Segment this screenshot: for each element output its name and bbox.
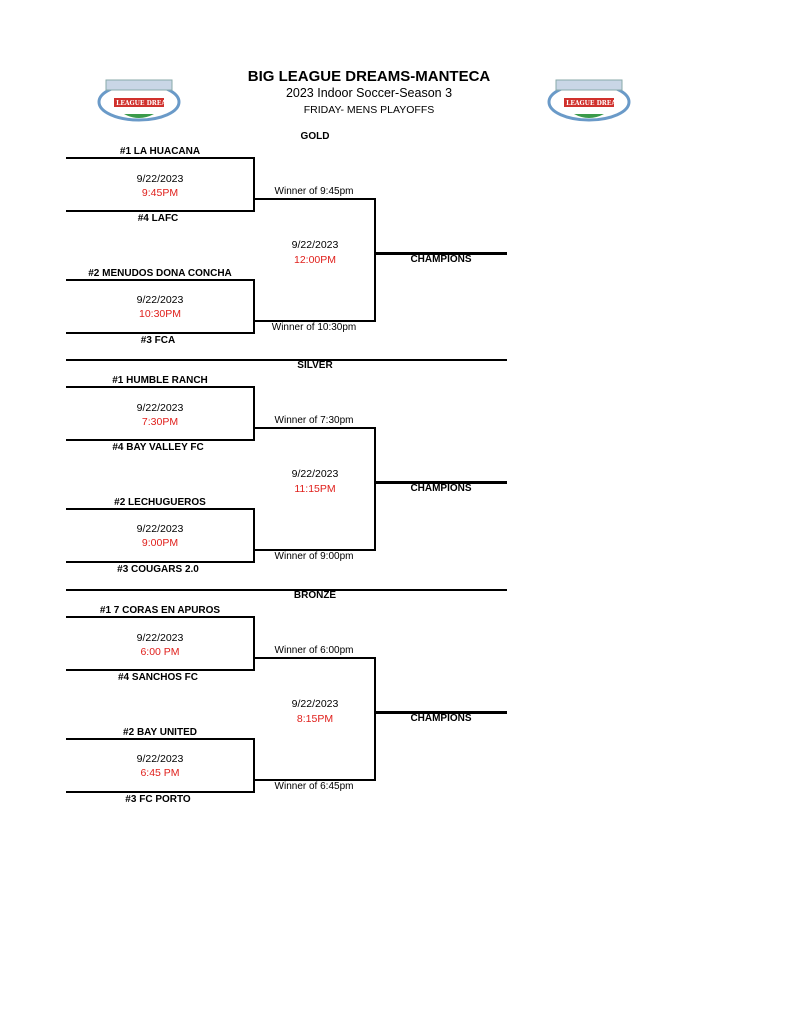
event-subtitle: FRIDAY- MENS PLAYOFFS	[303, 104, 435, 116]
bracket-line	[253, 279, 255, 334]
bracket-line	[66, 738, 255, 740]
section-divider	[66, 359, 507, 361]
team-seed-3: #3 FCA	[140, 335, 176, 346]
bracket-line	[66, 279, 255, 281]
bracket-line	[374, 657, 376, 781]
bracket-line	[254, 549, 376, 551]
team-seed-2: #2 LECHUGUEROS	[114, 497, 206, 508]
team-seed-3: #3 FC PORTO	[125, 794, 191, 805]
match-time: 7:30PM	[141, 416, 179, 428]
bracket-section-silver: SILVER #1 HUMBLE RANCH 9/22/2023 7:30PM …	[0, 359, 791, 597]
final-time: 11:15PM	[294, 483, 336, 495]
champions-label: CHAMPIONS	[410, 483, 472, 494]
bracket-line	[374, 427, 376, 551]
team-seed-4: #4 SANCHOS FC	[117, 672, 199, 683]
winner-label: Winner of 9:45pm	[274, 186, 354, 197]
final-time: 12:00PM	[293, 254, 337, 266]
bracket-line	[66, 210, 255, 212]
match-date: 9/22/2023	[136, 294, 184, 306]
bracket-line	[66, 157, 255, 159]
team-seed-1: #1 HUMBLE RANCH	[112, 375, 208, 386]
bracket-line	[254, 320, 376, 322]
section-divider	[66, 589, 507, 591]
bracket-line	[66, 508, 255, 510]
bracket-line	[374, 198, 376, 322]
match-time: 9:45PM	[141, 187, 179, 199]
match-date: 9/22/2023	[136, 753, 184, 765]
match-time: 6:00 PM	[140, 646, 180, 658]
winner-label: Winner of 6:45pm	[274, 781, 354, 792]
final-date: 9/22/2023	[291, 468, 339, 480]
svg-text:BIG LEAGUE DREAMS: BIG LEAGUE DREAMS	[101, 100, 177, 107]
winner-label: Winner of 9:00pm	[274, 551, 354, 562]
section-name: BRONZE	[293, 590, 337, 601]
bracket-line	[66, 332, 255, 334]
match-time: 6:45 PM	[140, 767, 180, 779]
team-seed-1: #1 LA HUACANA	[119, 146, 201, 157]
match-date: 9/22/2023	[136, 402, 184, 414]
bracket-line	[254, 198, 376, 200]
bracket-line	[66, 616, 255, 618]
bracket-line	[254, 427, 376, 429]
bracket-section-gold: GOLD #1 LA HUACANA 9/22/2023 9:45PM #4 L…	[0, 131, 791, 368]
bracket-line	[253, 738, 255, 793]
bracket-section-bronze: BRONZE #1 7 CORAS EN APUROS 9/22/2023 6:…	[0, 589, 791, 827]
bracket-line	[66, 669, 255, 671]
winner-label: Winner of 7:30pm	[274, 415, 354, 426]
team-seed-2: #2 MENUDOS DONA CONCHA	[88, 268, 232, 279]
champions-line	[375, 711, 507, 714]
match-date: 9/22/2023	[136, 173, 184, 185]
bracket-line	[66, 791, 255, 793]
bracket-line	[253, 157, 255, 212]
bracket-line	[66, 561, 255, 563]
bracket-line	[66, 386, 255, 388]
bracket-line	[66, 439, 255, 441]
team-seed-3: #3 COUGARS 2.0	[117, 564, 199, 575]
bracket-line	[253, 616, 255, 671]
bracket-line	[254, 779, 376, 781]
match-date: 9/22/2023	[136, 523, 184, 535]
match-time: 9:00PM	[141, 537, 179, 549]
final-date: 9/22/2023	[291, 239, 339, 251]
svg-text:BIG LEAGUE DREAMS: BIG LEAGUE DREAMS	[551, 100, 627, 107]
team-seed-4: #4 LAFC	[137, 213, 179, 224]
section-name: GOLD	[300, 131, 330, 142]
final-time: 8:15PM	[296, 713, 334, 725]
page-title: BIG LEAGUE DREAMS-MANTECA	[247, 68, 491, 85]
final-date: 9/22/2023	[291, 698, 339, 710]
season-subtitle: 2023 Indoor Soccer-Season 3	[285, 86, 453, 100]
bracket-line	[254, 657, 376, 659]
section-name: SILVER	[297, 360, 333, 371]
bracket-line	[253, 386, 255, 441]
champions-line	[375, 481, 507, 484]
bracket-line	[253, 508, 255, 563]
big-league-dreams-logo-right: BIG LEAGUE DREAMS	[544, 74, 634, 124]
team-seed-2: #2 BAY UNITED	[123, 727, 197, 738]
match-date: 9/22/2023	[136, 632, 184, 644]
big-league-dreams-logo-left: BIG LEAGUE DREAMS	[94, 74, 184, 124]
match-time: 10:30PM	[138, 308, 182, 320]
champions-label: CHAMPIONS	[410, 254, 472, 265]
champions-label: CHAMPIONS	[410, 713, 472, 724]
team-seed-1: #1 7 CORAS EN APUROS	[99, 605, 221, 616]
winner-label: Winner of 10:30pm	[271, 322, 357, 333]
team-seed-4: #4 BAY VALLEY FC	[112, 442, 204, 453]
winner-label: Winner of 6:00pm	[274, 645, 354, 656]
champions-line	[375, 252, 507, 255]
